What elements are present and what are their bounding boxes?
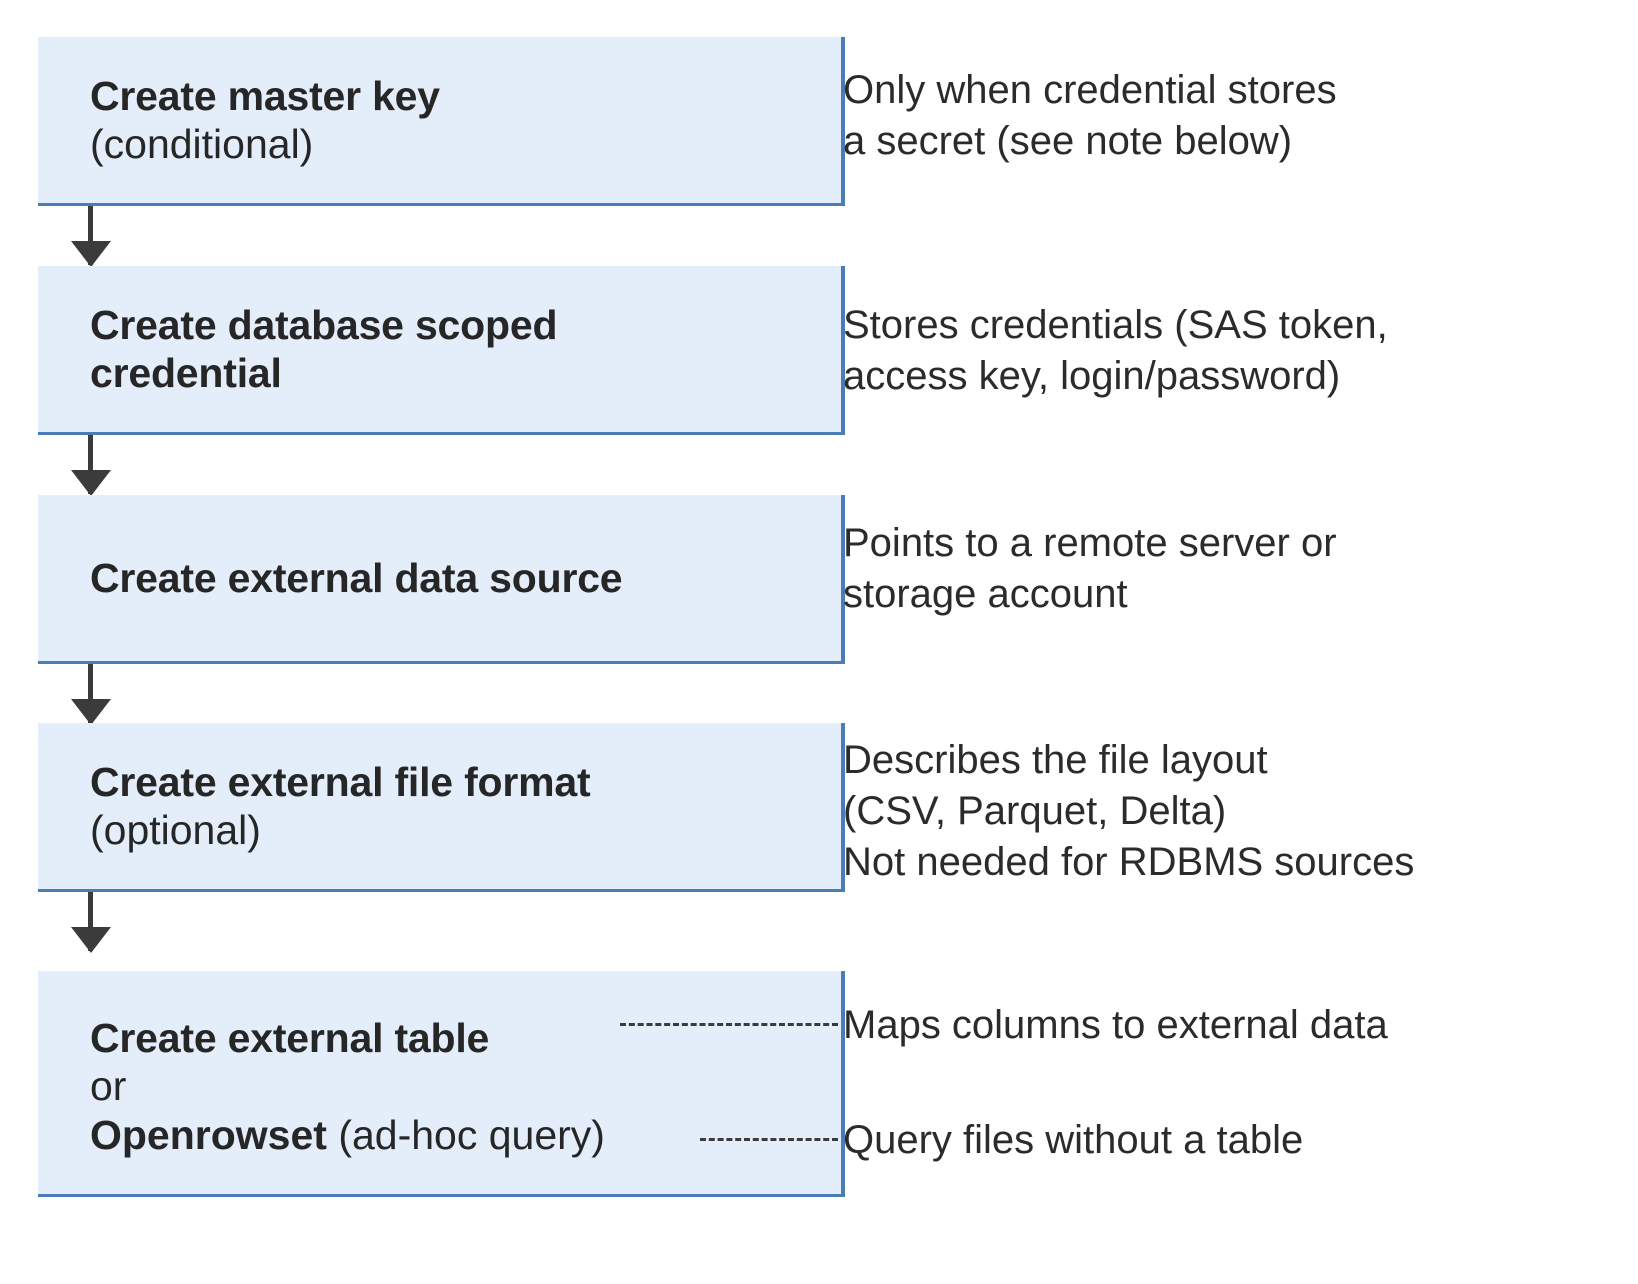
step-box-create-external-data-source: Create external data source [38, 495, 845, 664]
step-heading-line2-create-database-scoped-credential: credential [90, 350, 282, 396]
step-heading-create-external-table: Create external table [90, 1014, 490, 1061]
step-heading-openrowset: Openrowset (ad-hoc query) [38, 1111, 841, 1159]
note-line: Stores credentials (SAS token, [843, 303, 1388, 347]
note-line: storage account [843, 572, 1128, 617]
step-connector-word: or [90, 1063, 127, 1110]
arrow-connector-1 [71, 206, 111, 267]
step-subheading-create-master-key: (conditional) [90, 121, 314, 167]
arrow-head [71, 699, 111, 725]
note-create-database-scoped-credential: Stores credentials (SAS token, access ke… [843, 300, 1388, 402]
note-line: a secret (see note below) [843, 119, 1293, 164]
note-create-external-table: Maps columns to external data [843, 1000, 1388, 1051]
note-line: Points to a remote server or [843, 521, 1337, 565]
arrow-connector-2 [71, 435, 111, 496]
note-create-external-file-format: Describes the file layout (CSV, Parquet,… [843, 735, 1414, 889]
note-openrowset: Query files without a table [843, 1115, 1303, 1166]
arrow-head [71, 241, 111, 267]
dashed-connector-openrowset [700, 1138, 838, 1141]
note-create-master-key: Only when credential stores a secret (se… [843, 65, 1337, 167]
step-heading-create-external-file-format: Create external file format [90, 758, 591, 805]
dashed-connector-external-table [620, 1023, 838, 1026]
arrow-head [71, 470, 111, 496]
step-box-create-database-scoped-credential: Create database scoped credential [38, 266, 845, 435]
step-heading-create-master-key: Create master key [90, 72, 440, 119]
openrowset-qualifier: (ad-hoc query) [326, 1111, 605, 1158]
note-line: access key, login/password) [843, 354, 1341, 399]
note-line: (CSV, Parquet, Delta) [843, 789, 1227, 834]
note-line: Maps columns to external data [843, 1003, 1388, 1047]
arrow-connector-4 [71, 892, 111, 953]
note-create-external-data-source: Points to a remote server or storage acc… [843, 518, 1337, 620]
arrow-shaft [88, 892, 93, 951]
step-subheading-create-external-file-format: (optional) [90, 807, 261, 853]
arrow-connector-3 [71, 664, 111, 725]
step-heading-line1-create-database-scoped-credential: Create database scoped [90, 301, 558, 348]
note-line: Not needed for RDBMS sources [843, 840, 1415, 885]
note-line: Describes the file layout [843, 738, 1268, 782]
step-box-create-external-table-or-openrowset: Create external table or Openrowset (ad-… [38, 971, 845, 1197]
step-box-create-external-file-format: Create external file format (optional) [38, 723, 845, 892]
step-box-create-master-key: Create master key (conditional) [38, 37, 845, 206]
openrowset-label: Openrowset [90, 1111, 327, 1158]
note-line: Only when credential stores [843, 68, 1337, 112]
note-line: Query files without a table [843, 1118, 1304, 1162]
arrow-head [71, 927, 111, 953]
step-heading-create-external-data-source: Create external data source [90, 554, 623, 601]
arrow-shaft [88, 664, 93, 723]
arrow-shaft [88, 435, 93, 494]
arrow-shaft [88, 206, 93, 265]
